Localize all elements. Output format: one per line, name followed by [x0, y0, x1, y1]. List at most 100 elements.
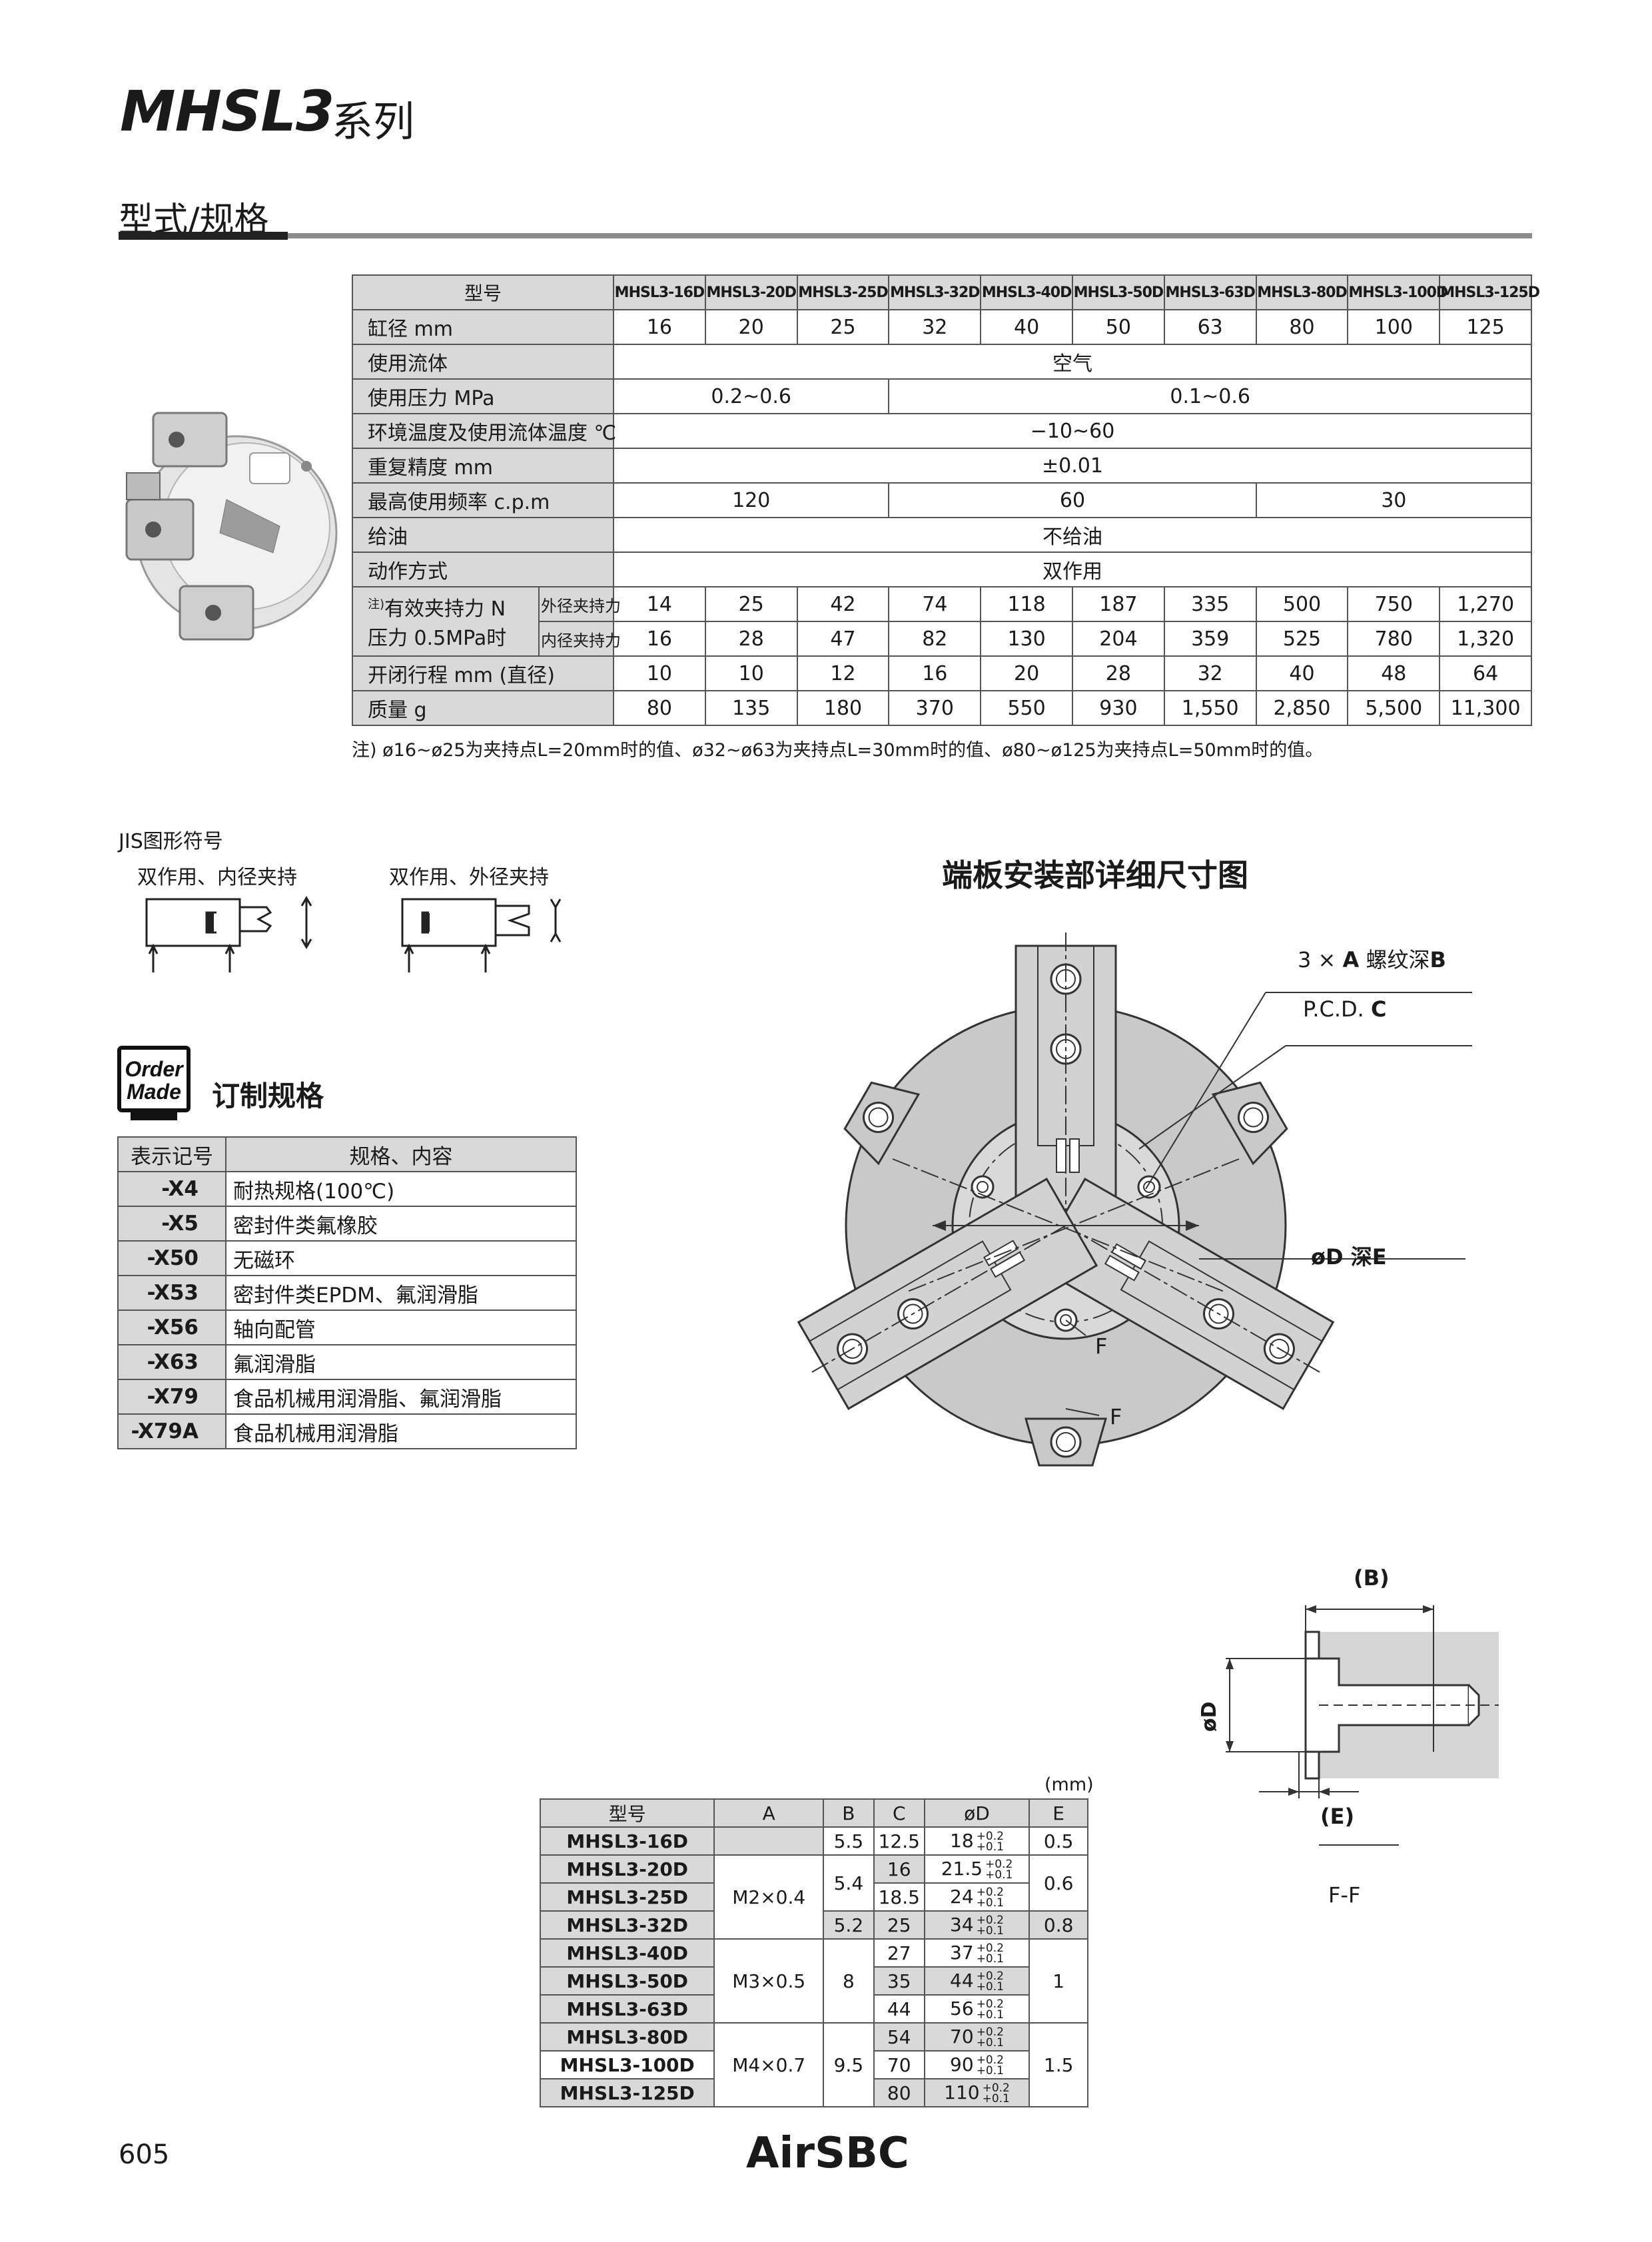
dims-unit: (mm) — [1044, 1774, 1094, 1795]
om-desc: 食品机械用润滑脂 — [225, 1413, 577, 1449]
brand-logo: AirSBC — [746, 2129, 909, 2178]
dims-tolerance: +0.2+0.1 — [977, 2027, 1004, 2049]
om-code: -X63 — [117, 1344, 226, 1380]
spec-cell: 不给油 — [613, 517, 1532, 553]
dims-b: 8 — [823, 1938, 875, 2024]
tol-upper: +0.2 — [982, 2081, 1010, 2095]
tol-lower: +0.1 — [976, 1896, 1004, 1910]
spec-label-temp: 环境温度及使用流体温度 ℃ — [351, 413, 616, 449]
om-desc: 密封件类EPDM、氟润滑脂 — [225, 1275, 577, 1311]
spec-cell: 1,270 — [1439, 586, 1532, 622]
spec-cell: 16 — [613, 309, 706, 345]
dims-c: 18.5 — [873, 1882, 925, 1912]
dims-e: 0.8 — [1029, 1910, 1088, 1940]
spec-cell: 20 — [704, 309, 798, 345]
label-f-lower: F — [1110, 1404, 1122, 1429]
dims-a: M4×0.7 — [713, 2022, 824, 2107]
dims-od-value: 34 — [950, 1914, 974, 1936]
spec-cell: ±0.01 — [613, 448, 1532, 484]
jis-symbol-inner — [145, 896, 312, 972]
label-thread-a: A — [1342, 947, 1360, 972]
label-f-upper: F — [1095, 1333, 1108, 1359]
dims-model: MHSL3-100D — [539, 2050, 715, 2079]
spec-model: MHSL3-16D — [613, 274, 706, 310]
spec-cell: 550 — [980, 690, 1073, 726]
spec-label-force: 注)有效夹持力 N 压力 0.5MPa时 — [352, 586, 540, 657]
spec-cell: 204 — [1072, 621, 1165, 657]
spec-label-fluid: 使用流体 — [351, 344, 615, 380]
spec-cell: 120 — [613, 482, 890, 518]
label-pcd: P.C.D. C — [1303, 996, 1386, 1022]
spec-table: 型号 MHSL3-16D MHSL3-20D MHSL3-25D MHSL3-3… — [351, 274, 1540, 726]
spec-cell: 750 — [1347, 586, 1441, 622]
dims-c: 70 — [873, 2050, 925, 2079]
spec-cell: 47 — [796, 621, 890, 657]
spec-cell: 74 — [888, 586, 982, 622]
spec-cell: 16 — [888, 655, 982, 691]
label-od: øD 深E — [1311, 1240, 1387, 1271]
spec-cell: 780 — [1347, 621, 1441, 657]
dims-tolerance: +0.2+0.1 — [976, 1942, 1004, 1965]
dims-tolerance: +0.2+0.1 — [976, 1830, 1004, 1853]
label-od-e: E — [1372, 1244, 1387, 1270]
order-made-icon-text1: Order — [125, 1057, 184, 1081]
spec-cell: 80 — [1255, 309, 1349, 345]
dims-od: 44+0.2+0.1 — [923, 1966, 1031, 1996]
dims-c: 35 — [873, 1966, 925, 1996]
spec-model: MHSL3-32D — [888, 274, 982, 310]
page-title-series: 系列 — [332, 97, 415, 146]
spec-cell: 28 — [704, 621, 798, 657]
label-od-prefix: øD 深 — [1311, 1244, 1372, 1270]
spec-cell: 5,500 — [1347, 690, 1441, 726]
spec-label-mass: 质量 g — [351, 690, 615, 726]
spec-label-inner: 内径夹持力 — [538, 621, 621, 657]
spec-cell: 0.1~0.6 — [888, 378, 1532, 414]
order-made-title: 订制规格 — [212, 1080, 324, 1112]
spec-model: MHSL3-20D — [704, 274, 798, 310]
section-ff-drawing — [1226, 1605, 1499, 1846]
ff-label-od: øD — [1198, 1701, 1221, 1732]
spec-cell: 20 — [980, 655, 1073, 691]
dims-a: M3×0.5 — [713, 1938, 824, 2024]
dims-header: A — [713, 1798, 824, 1828]
label-pcd-prefix: P.C.D. — [1303, 996, 1371, 1022]
dims-od: 34+0.2+0.1 — [923, 1910, 1031, 1940]
spec-label-freq: 最高使用频率 c.p.m — [351, 482, 615, 518]
spec-label-action: 动作方式 — [351, 552, 615, 587]
spec-cell: 11,300 — [1439, 690, 1532, 726]
tol-upper: +0.2 — [976, 2054, 1004, 2067]
dims-header: 型号 — [539, 1798, 715, 1828]
dims-od-value: 110 — [944, 2081, 980, 2103]
tol-upper: +0.2 — [976, 1830, 1004, 1843]
spec-cell: 10 — [704, 655, 798, 691]
spec-cell: 80 — [613, 690, 706, 726]
label-thread-b: B — [1430, 947, 1446, 972]
tol-upper: +0.2 — [976, 1942, 1004, 1955]
drawing-title: 端板安装部详细尺寸图 — [942, 857, 1248, 893]
dims-c: 44 — [873, 1994, 925, 2024]
spec-cell: 64 — [1439, 655, 1532, 691]
note-mark: 注) — [368, 597, 385, 611]
tol-lower: +0.1 — [976, 2008, 1004, 2022]
dims-a — [713, 1826, 824, 1856]
label-thread: 3 × A 螺纹深B — [1298, 943, 1446, 974]
label-thread-mid: 螺纹深 — [1359, 947, 1430, 972]
spec-cell: 130 — [980, 621, 1073, 657]
spec-cell: 32 — [1163, 655, 1257, 691]
dims-model: MHSL3-63D — [539, 1994, 715, 2024]
om-code: -X79 — [117, 1379, 226, 1415]
dims-od: 110+0.2+0.1 — [923, 2078, 1031, 2107]
dims-od: 56+0.2+0.1 — [923, 1994, 1031, 2024]
om-header-code: 表示记号 — [117, 1136, 226, 1172]
jis-symbol-outer — [401, 898, 562, 972]
dims-od: 21.5+0.2+0.1 — [923, 1854, 1031, 1884]
spec-cell: 180 — [796, 690, 890, 726]
tol-upper: +0.2 — [976, 1886, 1004, 1899]
spec-cell: 25 — [796, 309, 890, 345]
spec-cell: 125 — [1439, 309, 1532, 345]
spec-cell: 118 — [980, 586, 1073, 622]
spec-cell: 空气 — [613, 344, 1532, 380]
spec-label-pressure: 使用压力 MPa — [351, 378, 615, 414]
dims-od-value: 24 — [950, 1886, 974, 1908]
